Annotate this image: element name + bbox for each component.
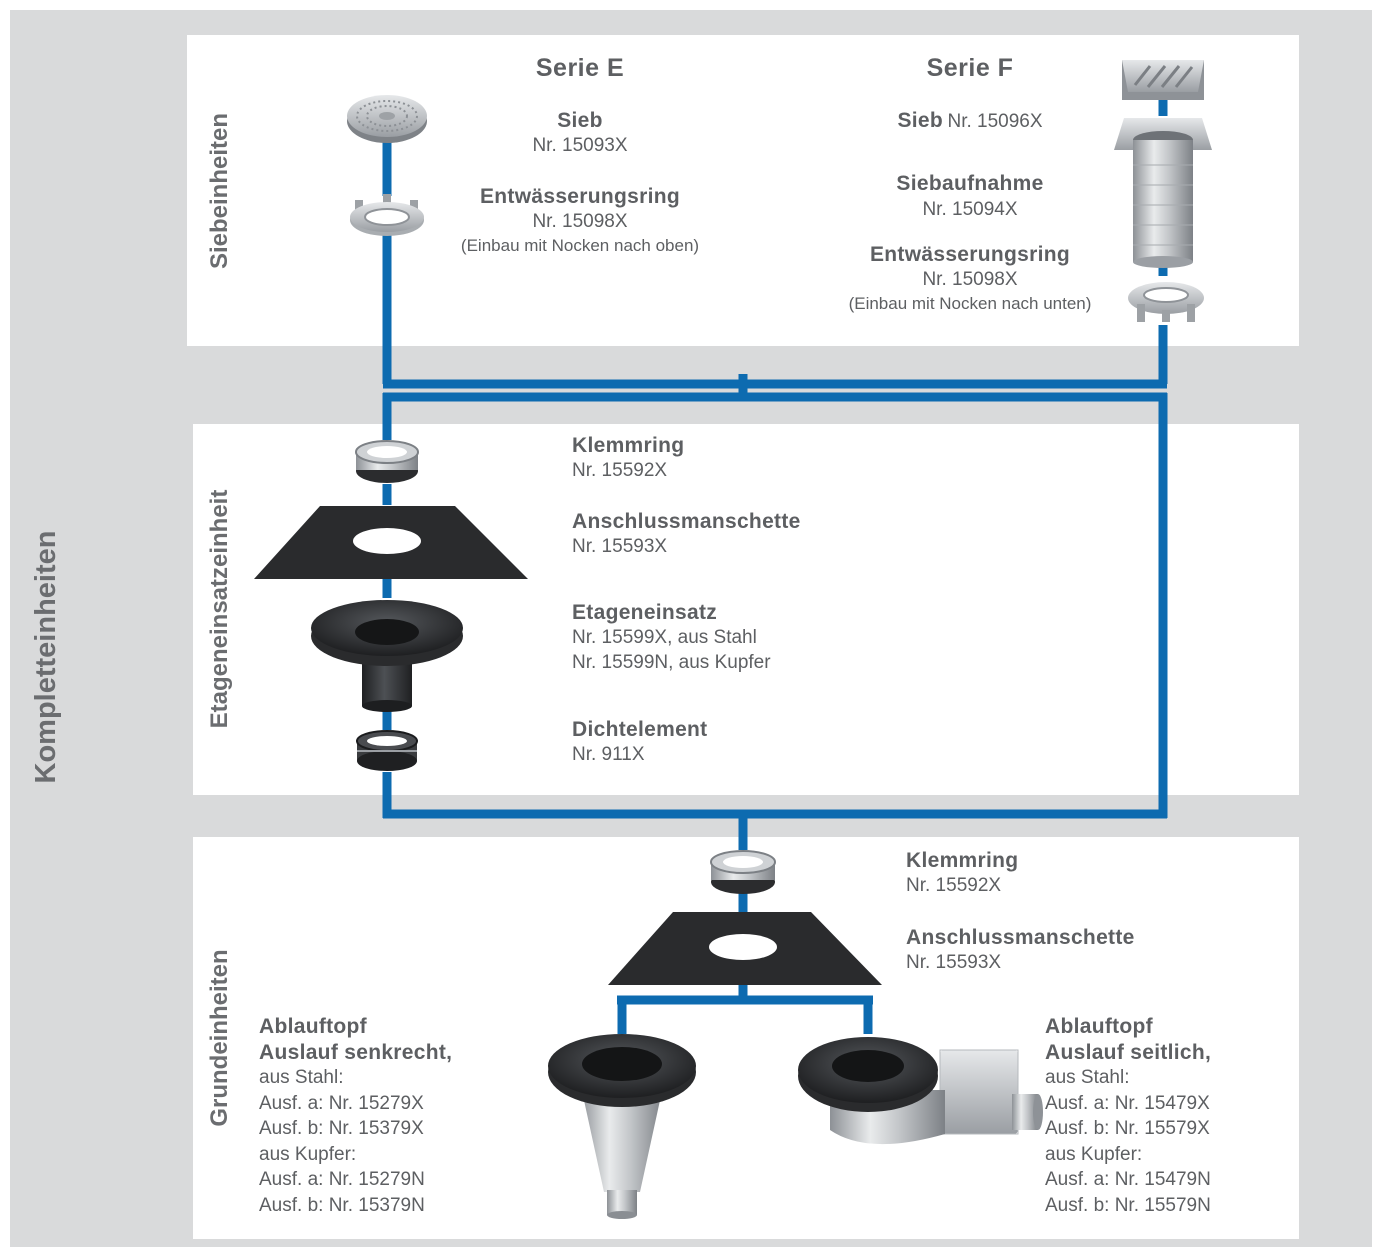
serie-f-ring-name: Entwässerungsring: [870, 243, 1070, 266]
panel-siebeinheiten: [187, 35, 1299, 346]
etage-manschette-name: Anschlussmanschette: [572, 510, 801, 533]
clamp-ring-icon: [355, 440, 419, 483]
seit-title1: Ablauftopf: [1045, 1015, 1153, 1038]
serie-f-aufnahme-nr: Nr. 15094X: [922, 199, 1018, 220]
senk-line: Ausf. a: Nr. 15279X: [259, 1092, 424, 1114]
connector-lines: [382, 100, 1168, 1034]
label-etageneinsatzeinheit: Etageneinsatzeinheit: [206, 489, 233, 729]
serie-f-sieb-name: Sieb: [897, 109, 944, 132]
drain-ring-icon: [350, 194, 424, 236]
seit-title2: Auslauf seitlich,: [1045, 1040, 1212, 1064]
label-grundeinheiten: Grundeinheiten: [206, 949, 233, 1127]
grund-manschette-nr: Nr. 15593X: [906, 952, 1002, 973]
senk-line: aus Stahl:: [259, 1067, 344, 1088]
serie-e-ring-name: Entwässerungsring: [480, 185, 680, 208]
senk-line: Ausf. b: Nr. 15379X: [259, 1118, 424, 1139]
senk-title1: Ablauftopf: [259, 1015, 367, 1038]
serie-f-aufnahme-name: Siebaufnahme: [896, 172, 1044, 195]
etage-einsatz-name: Etageneinsatz: [572, 601, 718, 624]
serie-e-ring-nr: Nr. 15098X: [532, 211, 628, 232]
etage-dicht-nr: Nr. 911X: [572, 744, 645, 765]
etage-dicht-name: Dichtelement: [572, 718, 708, 741]
grund-manschette-name: Anschlussmanschette: [906, 926, 1135, 949]
floor-insert-icon: [311, 600, 463, 712]
drain-ring-icon: [1128, 282, 1204, 322]
vertical-drain-pot-icon: [548, 1034, 696, 1219]
etage-einsatz-nr2: Nr. 15599N, aus Kupfer: [572, 652, 771, 673]
serie-e-sieb-name: Sieb: [557, 109, 603, 132]
seit-line: aus Kupfer:: [1045, 1143, 1143, 1165]
etage-klemmring-nr: Nr. 15592X: [572, 460, 668, 481]
seit-line: Ausf. a: Nr. 15479X: [1045, 1092, 1210, 1114]
etage-klemmring-name: Klemmring: [572, 434, 685, 457]
seitlich-text: Ablauftopf Auslauf seitlich, aus Stahl: …: [1045, 1014, 1211, 1218]
seit-line: Ausf. b: Nr. 15579X: [1045, 1118, 1210, 1139]
serie-f-ring-note: (Einbau mit Nocken nach unten): [848, 294, 1092, 313]
serie-f-ring-nr: Nr. 15098X: [922, 269, 1018, 290]
square-strainer-icon: [1122, 60, 1204, 100]
etage-manschette-nr: Nr. 15593X: [572, 536, 668, 557]
senk-title2: Auslauf senkrecht,: [259, 1040, 453, 1064]
serie-e-title: Serie E: [535, 54, 625, 82]
senk-line: Ausf. b: Nr. 15379N: [259, 1194, 425, 1216]
grund-klemmring-name: Klemmring: [906, 849, 1019, 872]
grund-klemmring-nr: Nr. 15592X: [906, 875, 1002, 896]
strainer-holder-icon: [1114, 118, 1212, 268]
membrane-collar-icon: [254, 506, 528, 579]
membrane-collar-icon: [608, 912, 882, 985]
round-strainer-icon: [347, 95, 427, 143]
label-kompletteinheiten: Kompletteinheiten: [30, 530, 62, 784]
senkrecht-text: Ablauftopf Auslauf senkrecht, aus Stahl:…: [259, 1014, 452, 1218]
serie-f-title: Serie F: [926, 54, 1014, 82]
clamp-ring-icon: [710, 850, 776, 894]
senk-line: Ausf. a: Nr. 15279N: [259, 1169, 425, 1190]
serie-f-sieb-nr: Nr. 15096X: [947, 111, 1043, 132]
serie-e-ring-note: (Einbau mit Nocken nach oben): [460, 236, 700, 255]
seit-line: Ausf. a: Nr. 15479N: [1045, 1169, 1211, 1190]
serie-e-sieb-nr: Nr. 15093X: [532, 135, 628, 156]
senk-line: aus Kupfer:: [259, 1143, 357, 1165]
label-siebeinheiten: Siebeinheiten: [206, 112, 233, 270]
seit-line: aus Stahl:: [1045, 1067, 1130, 1088]
seal-element-icon: [356, 730, 418, 771]
seit-line: Ausf. b: Nr. 15579N: [1045, 1194, 1211, 1216]
etage-einsatz-nr1: Nr. 15599X, aus Stahl: [572, 627, 757, 648]
serie-f-sieb: Sieb Nr. 15096X: [820, 109, 1120, 133]
side-drain-pot-icon: [798, 1037, 1043, 1145]
